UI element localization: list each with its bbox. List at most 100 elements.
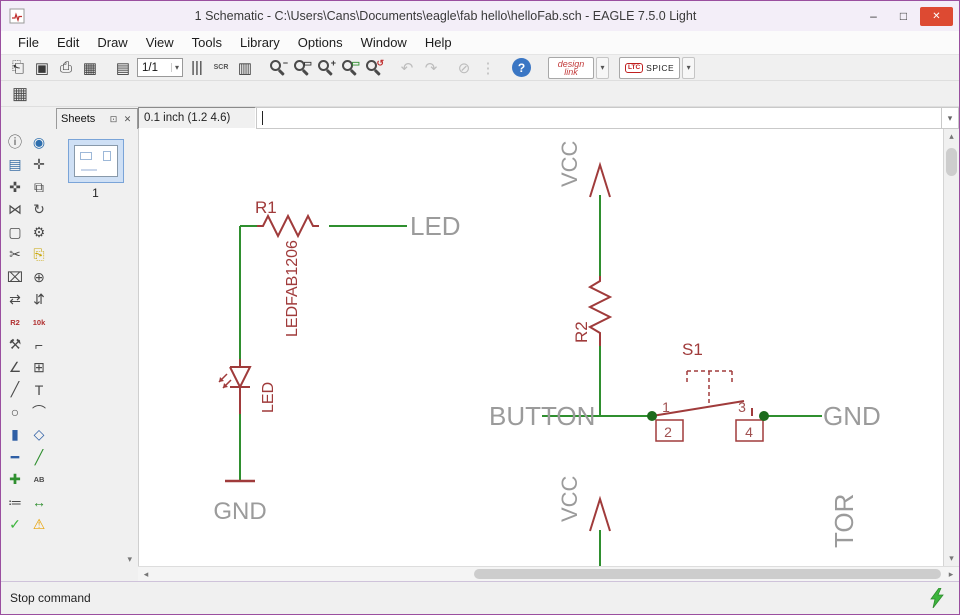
r1-resistor[interactable] <box>257 213 319 239</box>
r1-name-label[interactable]: R1 <box>255 198 277 217</box>
title-bar[interactable]: 1 Schematic - C:\Users\Cans\Documents\ea… <box>1 1 959 31</box>
show-tool[interactable]: ◉ <box>32 133 46 150</box>
open-button[interactable]: ⎗ <box>11 59 24 76</box>
vertical-scroll-track[interactable] <box>944 144 959 551</box>
paste-tool[interactable]: ⎘ <box>33 246 45 263</box>
maximize-button[interactable]: □ <box>899 9 908 23</box>
sheet-thumbnail-selected[interactable] <box>67 139 124 183</box>
vcc-bottom-symbol[interactable] <box>589 495 611 532</box>
horizontal-scroll-track[interactable] <box>154 567 943 581</box>
menu-item-options[interactable]: Options <box>297 35 343 50</box>
wire-tool[interactable]: ╱ <box>10 381 20 398</box>
run-ulp-button[interactable]: ▥ <box>237 59 253 77</box>
sheets-float-icon[interactable]: ⊡ <box>109 113 118 124</box>
scroll-left-icon[interactable]: ◂ <box>143 568 149 579</box>
arc-tool[interactable]: ⌒ <box>32 404 46 421</box>
move-tool[interactable]: ✜ <box>9 178 21 195</box>
rect-tool[interactable]: ▮ <box>11 426 19 443</box>
undo-button[interactable]: ↶ <box>400 59 414 77</box>
grid-button[interactable]: ▦ <box>11 83 29 103</box>
close-button[interactable]: ✕ <box>920 6 953 26</box>
net-tool[interactable]: ╱ <box>34 448 44 465</box>
command-input[interactable] <box>256 107 942 129</box>
menu-item-draw[interactable]: Draw <box>97 35 128 50</box>
pinswap-tool[interactable]: ⇄ <box>9 291 21 308</box>
gateswap-tool[interactable]: ⇵ <box>33 291 45 308</box>
cut-tool[interactable]: ✂ <box>9 246 21 263</box>
polygon-tool[interactable]: ◇ <box>33 426 45 443</box>
circle-tool[interactable]: ○ <box>10 404 20 421</box>
label-tool[interactable]: AB <box>33 475 45 485</box>
net-label-button[interactable]: BUTTON <box>489 401 595 431</box>
net-label-gnd[interactable]: GND <box>823 401 881 431</box>
zoom-redraw-button[interactable]: ↺ <box>362 57 386 79</box>
zoom-out-button[interactable]: − <box>266 57 290 79</box>
delete-tool[interactable]: ⌧ <box>6 268 24 285</box>
menu-item-tools[interactable]: Tools <box>191 35 223 50</box>
split-tool[interactable]: ∠ <box>8 358 22 375</box>
group-tool[interactable]: ▢ <box>8 223 22 240</box>
horizontal-scrollbar[interactable]: ◂ ▸ <box>138 566 959 581</box>
zoom-fit-button[interactable]: ▭ <box>290 57 314 79</box>
net-label-led[interactable]: LED <box>410 211 461 241</box>
export-image-button[interactable]: ▦ <box>82 59 98 77</box>
layer-display-button[interactable]: ||| <box>191 59 203 76</box>
copy-tool[interactable]: ⧉ <box>34 178 44 195</box>
display-tool[interactable]: ▤ <box>8 156 22 173</box>
zoom-scale-select[interactable]: 1/1▾ <box>137 58 183 77</box>
junction-dot[interactable] <box>759 411 769 421</box>
help-button[interactable]: ? <box>512 58 531 77</box>
errors-tool[interactable]: ⚠ <box>32 516 46 533</box>
led-name-label[interactable]: LED <box>260 382 277 413</box>
vcc-top-symbol[interactable] <box>589 161 611 198</box>
led-value-label[interactable]: LEDFAB1206 <box>284 240 301 337</box>
text-tool[interactable]: T <box>34 381 44 398</box>
menu-item-view[interactable]: View <box>145 35 174 50</box>
scroll-right-icon[interactable]: ▸ <box>948 568 954 579</box>
sheet-list-button[interactable]: ▤ <box>115 59 131 77</box>
add-tool[interactable]: ⊕ <box>33 268 45 285</box>
change-tool[interactable]: ⚙ <box>32 223 46 240</box>
sheets-scroll-down-icon[interactable]: ▾ <box>127 554 132 564</box>
value-tool[interactable]: 10k <box>32 317 46 327</box>
s1-name-label[interactable]: S1 <box>682 340 703 359</box>
vertical-scroll-thumb[interactable] <box>946 148 957 176</box>
junction-tool[interactable]: ✚ <box>9 471 21 488</box>
vcc-bottom-label[interactable]: VCC <box>557 475 582 522</box>
mark-tool[interactable]: ✛ <box>33 156 45 173</box>
save-button[interactable]: ▣ <box>34 59 50 77</box>
junction-dot[interactable] <box>647 411 657 421</box>
info-tool[interactable]: ⓘ <box>8 134 22 151</box>
s1-switch[interactable] <box>651 370 764 442</box>
attribute-tool[interactable]: ≔ <box>8 493 22 510</box>
script-button[interactable]: SCR <box>213 64 229 71</box>
vertical-scrollbar[interactable]: ▴ ▾ <box>943 129 959 566</box>
smash-tool[interactable]: ⚒ <box>8 336 22 353</box>
print-button[interactable]: ⎙ <box>59 59 72 76</box>
r2-resistor[interactable] <box>587 276 613 346</box>
led-symbol[interactable] <box>218 359 252 414</box>
horizontal-scroll-thumb[interactable] <box>474 569 941 579</box>
net-wires[interactable] <box>239 195 822 566</box>
menu-item-help[interactable]: Help <box>424 35 452 50</box>
menu-item-window[interactable]: Window <box>360 35 407 50</box>
zoom-select-button[interactable]: ▭ <box>338 57 362 79</box>
command-history-dropdown[interactable]: ▾ <box>942 107 959 129</box>
erc-tool[interactable]: ✓ <box>9 516 21 533</box>
menu-item-file[interactable]: File <box>18 35 39 50</box>
miter-tool[interactable]: ⌐ <box>34 336 44 353</box>
resonator-label[interactable]: TOR <box>829 494 859 548</box>
design-link-dropdown[interactable]: ▾ <box>596 56 609 79</box>
menu-item-edit[interactable]: Edit <box>56 35 80 50</box>
ltc-spice-dropdown[interactable]: ▾ <box>682 56 696 79</box>
sheets-close-icon[interactable]: ✕ <box>123 113 132 124</box>
zoom-in-button[interactable]: + <box>314 57 338 79</box>
name-tool[interactable]: R2 <box>10 317 20 327</box>
go-button[interactable]: ⋮ <box>480 59 496 77</box>
design-link-button[interactable]: design link <box>548 56 594 79</box>
minimize-button[interactable]: – <box>870 9 877 23</box>
r2-name-label[interactable]: R2 <box>572 321 591 343</box>
menu-item-library[interactable]: Library <box>240 35 280 50</box>
bus-tool[interactable]: ━ <box>10 448 20 465</box>
scroll-down-icon[interactable]: ▾ <box>949 553 954 563</box>
